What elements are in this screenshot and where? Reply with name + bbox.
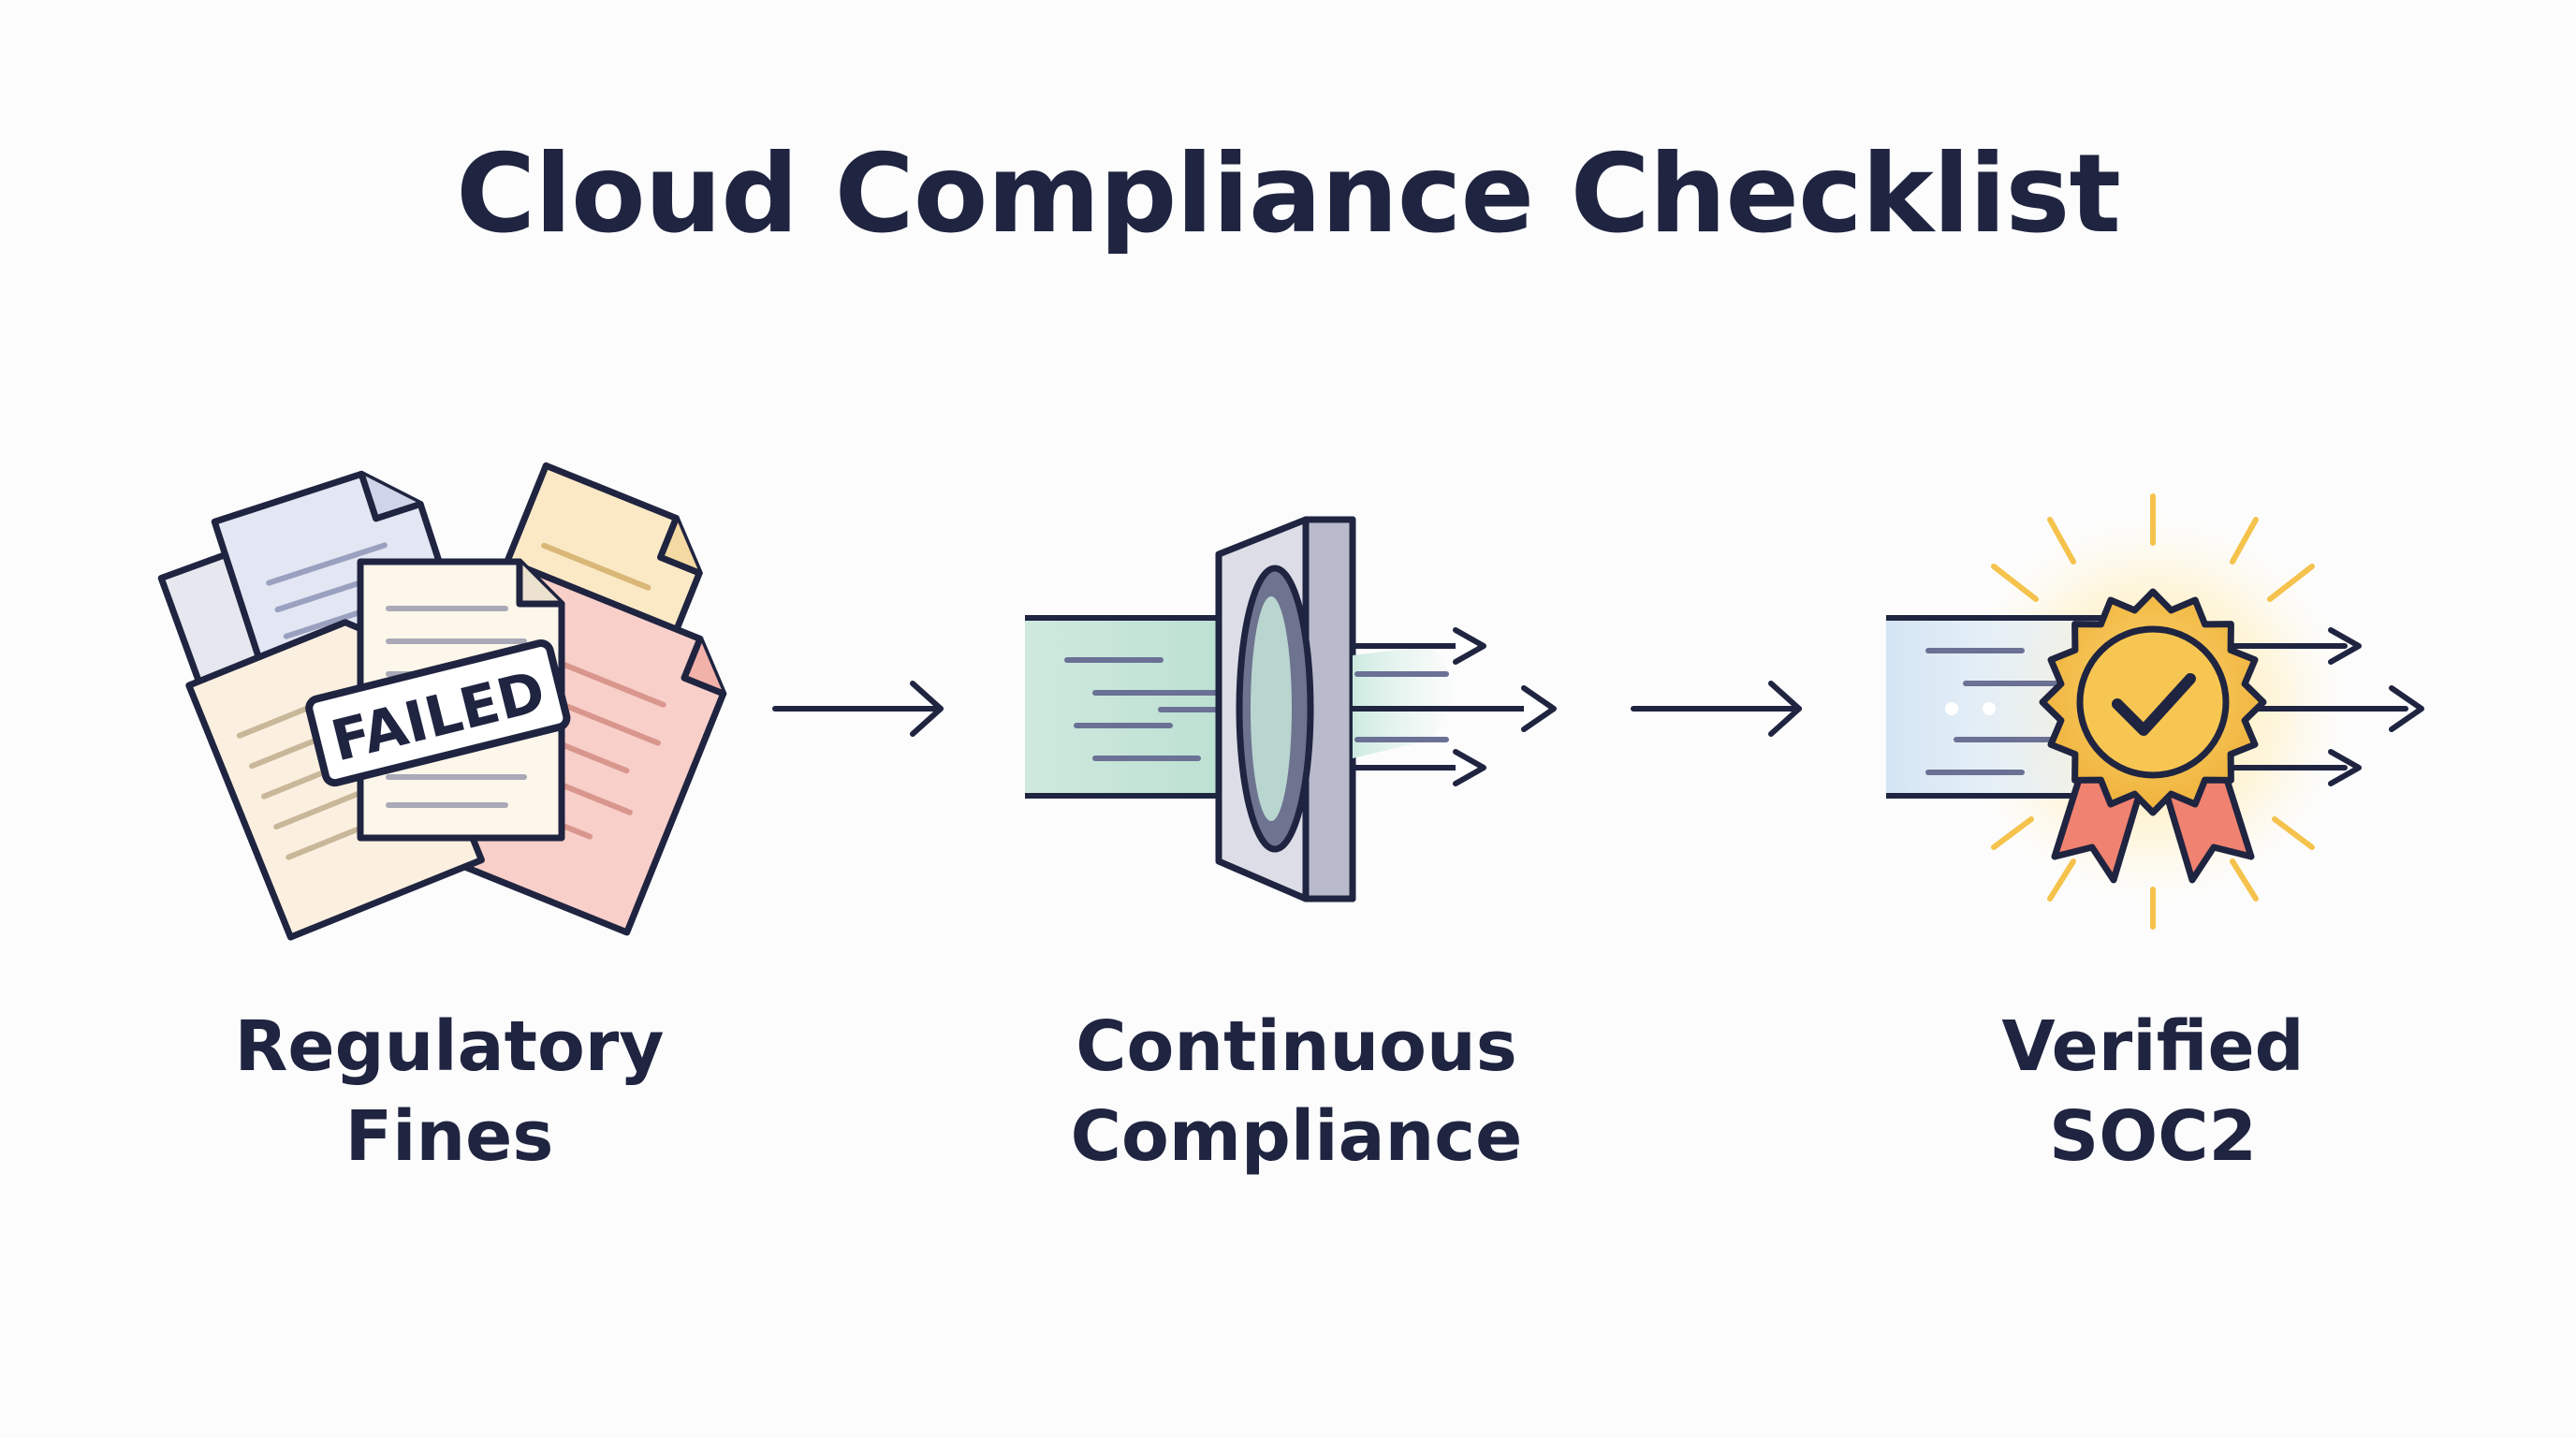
compliance-filter-gate-icon — [1025, 516, 1557, 902]
stage-label-line: Verified — [2001, 1006, 2305, 1087]
stage-label-verified-soc2: Verified SOC2 — [1863, 1002, 2443, 1181]
stage-label-line: SOC2 — [2049, 1096, 2257, 1177]
stage-label-regulatory-fines: Regulatory Fines — [159, 1002, 739, 1181]
stage-label-line: Regulatory — [234, 1006, 665, 1087]
stage-label-line: Compliance — [1070, 1096, 1523, 1177]
verified-badge-icon — [1886, 493, 2424, 930]
stage-label-line: Fines — [344, 1096, 554, 1177]
page-title: Cloud Compliance Checklist — [456, 131, 2121, 257]
failed-stamp: FAILED — [305, 639, 571, 787]
stage-label-line: Continuous — [1076, 1006, 1517, 1087]
failed-documents-icon: FAILED — [157, 462, 727, 941]
arrow-right-icon — [1631, 681, 1802, 737]
stage-label-continuous-compliance: Continuous Compliance — [1006, 1002, 1587, 1181]
arrow-right-icon — [772, 681, 944, 737]
